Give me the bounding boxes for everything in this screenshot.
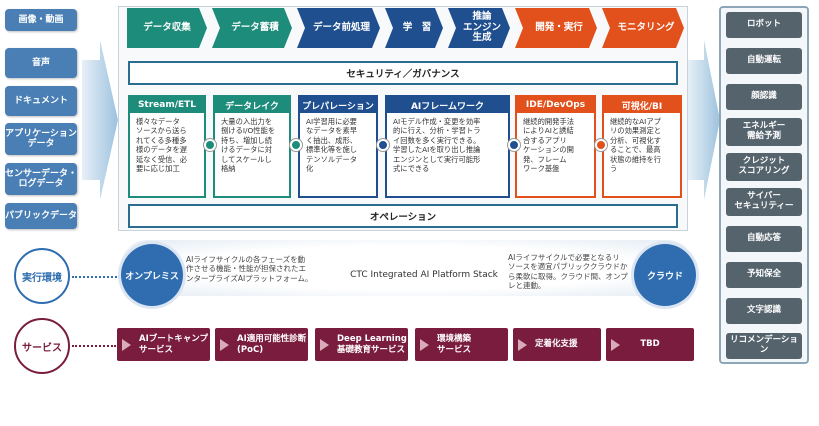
- execution-connector: [72, 276, 120, 278]
- card-data-lake: データレイク 大量の入出力を 捌けるI/O性能を 持ち、増加し続 けるデータに対…: [213, 95, 291, 198]
- connector-dot: [595, 139, 607, 151]
- usecase-character-recognition: 文字認識: [726, 298, 802, 324]
- card-body: AI学習用に必要 なデータを素早 く抽出、成形、 標準化等を施し テンソルデータ…: [306, 117, 358, 174]
- service-label: 環境構築 サービス: [437, 334, 472, 355]
- execution-env-label: 実行環境: [14, 248, 70, 304]
- service-tbd[interactable]: TBD: [606, 328, 694, 361]
- card-title: IDE/DevOps: [517, 97, 594, 113]
- card-visualization-bi: 可視化/BI 継続的なAIアプ リの効果測定と 分析、可視化す ることで、最高 …: [602, 95, 682, 198]
- cloud-circle: クラウド: [634, 244, 696, 306]
- usecase-face-recognition: 顔認識: [726, 84, 802, 110]
- card-stream-etl: Stream/ETL 様々なデータ ソースから送ら れてくる多種多 様のデータを…: [128, 95, 206, 198]
- operation-band: オペレーション: [128, 204, 678, 228]
- source-sensor-log: センサーデータ・ ログデータ: [5, 163, 77, 195]
- connector-dot: [377, 139, 389, 151]
- usecase-cyber-security: サイバー セキュリティー: [726, 188, 802, 216]
- source-public-data: パブリックデータ: [5, 203, 77, 229]
- service-arrow-icon: [420, 339, 429, 351]
- usecase-robot: ロボット: [726, 12, 802, 38]
- service-environment-setup[interactable]: 環境構築 サービス: [415, 328, 508, 361]
- service-label: TBD: [640, 339, 660, 350]
- connector-dot: [290, 139, 302, 151]
- service-label: Deep Learning 基礎教育サービス: [337, 334, 407, 355]
- cloud-description: AIライフサイクルで必要となるリ ソースを適宜パブリッククラウドか ら柔軟に取得…: [508, 253, 628, 291]
- service-ai-bootcamp[interactable]: AIブートキャンプ サービス: [117, 328, 210, 361]
- card-title: Stream/ETL: [130, 97, 204, 113]
- step-learning: 学 習: [385, 8, 443, 48]
- service-deep-learning-training[interactable]: Deep Learning 基礎教育サービス: [315, 328, 408, 361]
- usecase-predictive-maintenance: 予知保全: [726, 262, 802, 288]
- service-arrow-icon: [611, 339, 620, 351]
- services-label: サービス: [14, 318, 70, 374]
- execution-pill: [120, 240, 695, 296]
- step-data-storage: データ蓄積: [212, 8, 292, 48]
- card-body: AIモデル作成・変更を効率 的に行え、分析・学習トラ イ回数を多く実行できる。 …: [393, 117, 481, 174]
- input-arrow: [82, 40, 118, 200]
- service-arrow-icon: [220, 339, 229, 351]
- card-body: 継続的開発手法 によりAIと誘結 合するアプリ ケーションの開 発、フレーム ワ…: [523, 117, 575, 174]
- usecase-autonomous-driving: 自動運転: [726, 48, 802, 74]
- step-data-collection: データ収集: [127, 8, 207, 48]
- step-inference-engine: 推論 エンジン 生成: [448, 8, 510, 48]
- service-ai-poc[interactable]: AI適用可能性診断 (PoC): [215, 328, 308, 361]
- onprem-description: AIライフサイクルの各フェーズを動 作させる機能・性能が担保されたエ ンタープラ…: [186, 255, 313, 283]
- card-title: AIフレームワーク: [387, 97, 508, 113]
- card-ide-devops: IDE/DevOps 継続的開発手法 によりAIと誘結 合するアプリ ケーション…: [515, 95, 596, 198]
- service-arrow-icon: [122, 339, 131, 351]
- card-ai-framework: AIフレームワーク AIモデル作成・変更を効率 的に行え、分析・学習トラ イ回数…: [385, 95, 510, 198]
- output-arrow: [688, 40, 720, 200]
- source-image-video: 画像・動画: [5, 9, 77, 31]
- platform-stack-title: CTC Integrated AI Platform Stack: [350, 270, 498, 280]
- card-body: 継続的なAIアプ リの効果測定と 分析、可視化す ることで、最高 状態の維持を行…: [610, 117, 662, 174]
- service-label: 定着化支援: [535, 339, 578, 350]
- security-governance-band: セキュリティ／ガバナンス: [128, 61, 678, 85]
- onprem-circle: オンプレミス: [121, 244, 183, 306]
- step-preprocessing: データ前処理: [297, 8, 380, 48]
- source-documents: ドキュメント: [5, 86, 77, 116]
- card-body: 大量の入出力を 捌けるI/O性能を 持ち、増加し続 けるデータに対 してスケール…: [221, 117, 276, 174]
- card-title: プレパレーション: [300, 97, 376, 113]
- step-development: 開発・実行: [515, 8, 597, 48]
- service-arrow-icon: [320, 339, 329, 351]
- service-arrow-icon: [518, 339, 527, 351]
- card-body: 様々なデータ ソースから送ら れてくる多種多 様のデータを遅 延なく受信、必 要…: [136, 117, 188, 174]
- source-app-data: アプリケーション データ: [5, 123, 77, 155]
- usecase-credit-scoring: クレジット スコアリング: [726, 153, 802, 181]
- usecase-auto-response: 自動応答: [726, 226, 802, 252]
- service-label: AIブートキャンプ サービス: [139, 334, 208, 355]
- usecase-energy-forecast: エネルギー 需給予測: [726, 118, 802, 146]
- card-title: 可視化/BI: [604, 97, 680, 113]
- card-title: データレイク: [215, 97, 289, 113]
- services-connector: [72, 345, 116, 347]
- card-preparation: プレパレーション AI学習用に必要 なデータを素早 く抽出、成形、 標準化等を施…: [298, 95, 378, 198]
- usecase-recommendation: リコメンデーション: [726, 333, 802, 359]
- step-monitoring: モニタリング: [602, 8, 684, 48]
- source-audio: 音声: [5, 48, 77, 78]
- connector-dot: [204, 139, 216, 151]
- service-adoption-support[interactable]: 定着化支援: [513, 328, 601, 361]
- connector-dot: [508, 139, 520, 151]
- service-label: AI適用可能性診断 (PoC): [237, 334, 307, 355]
